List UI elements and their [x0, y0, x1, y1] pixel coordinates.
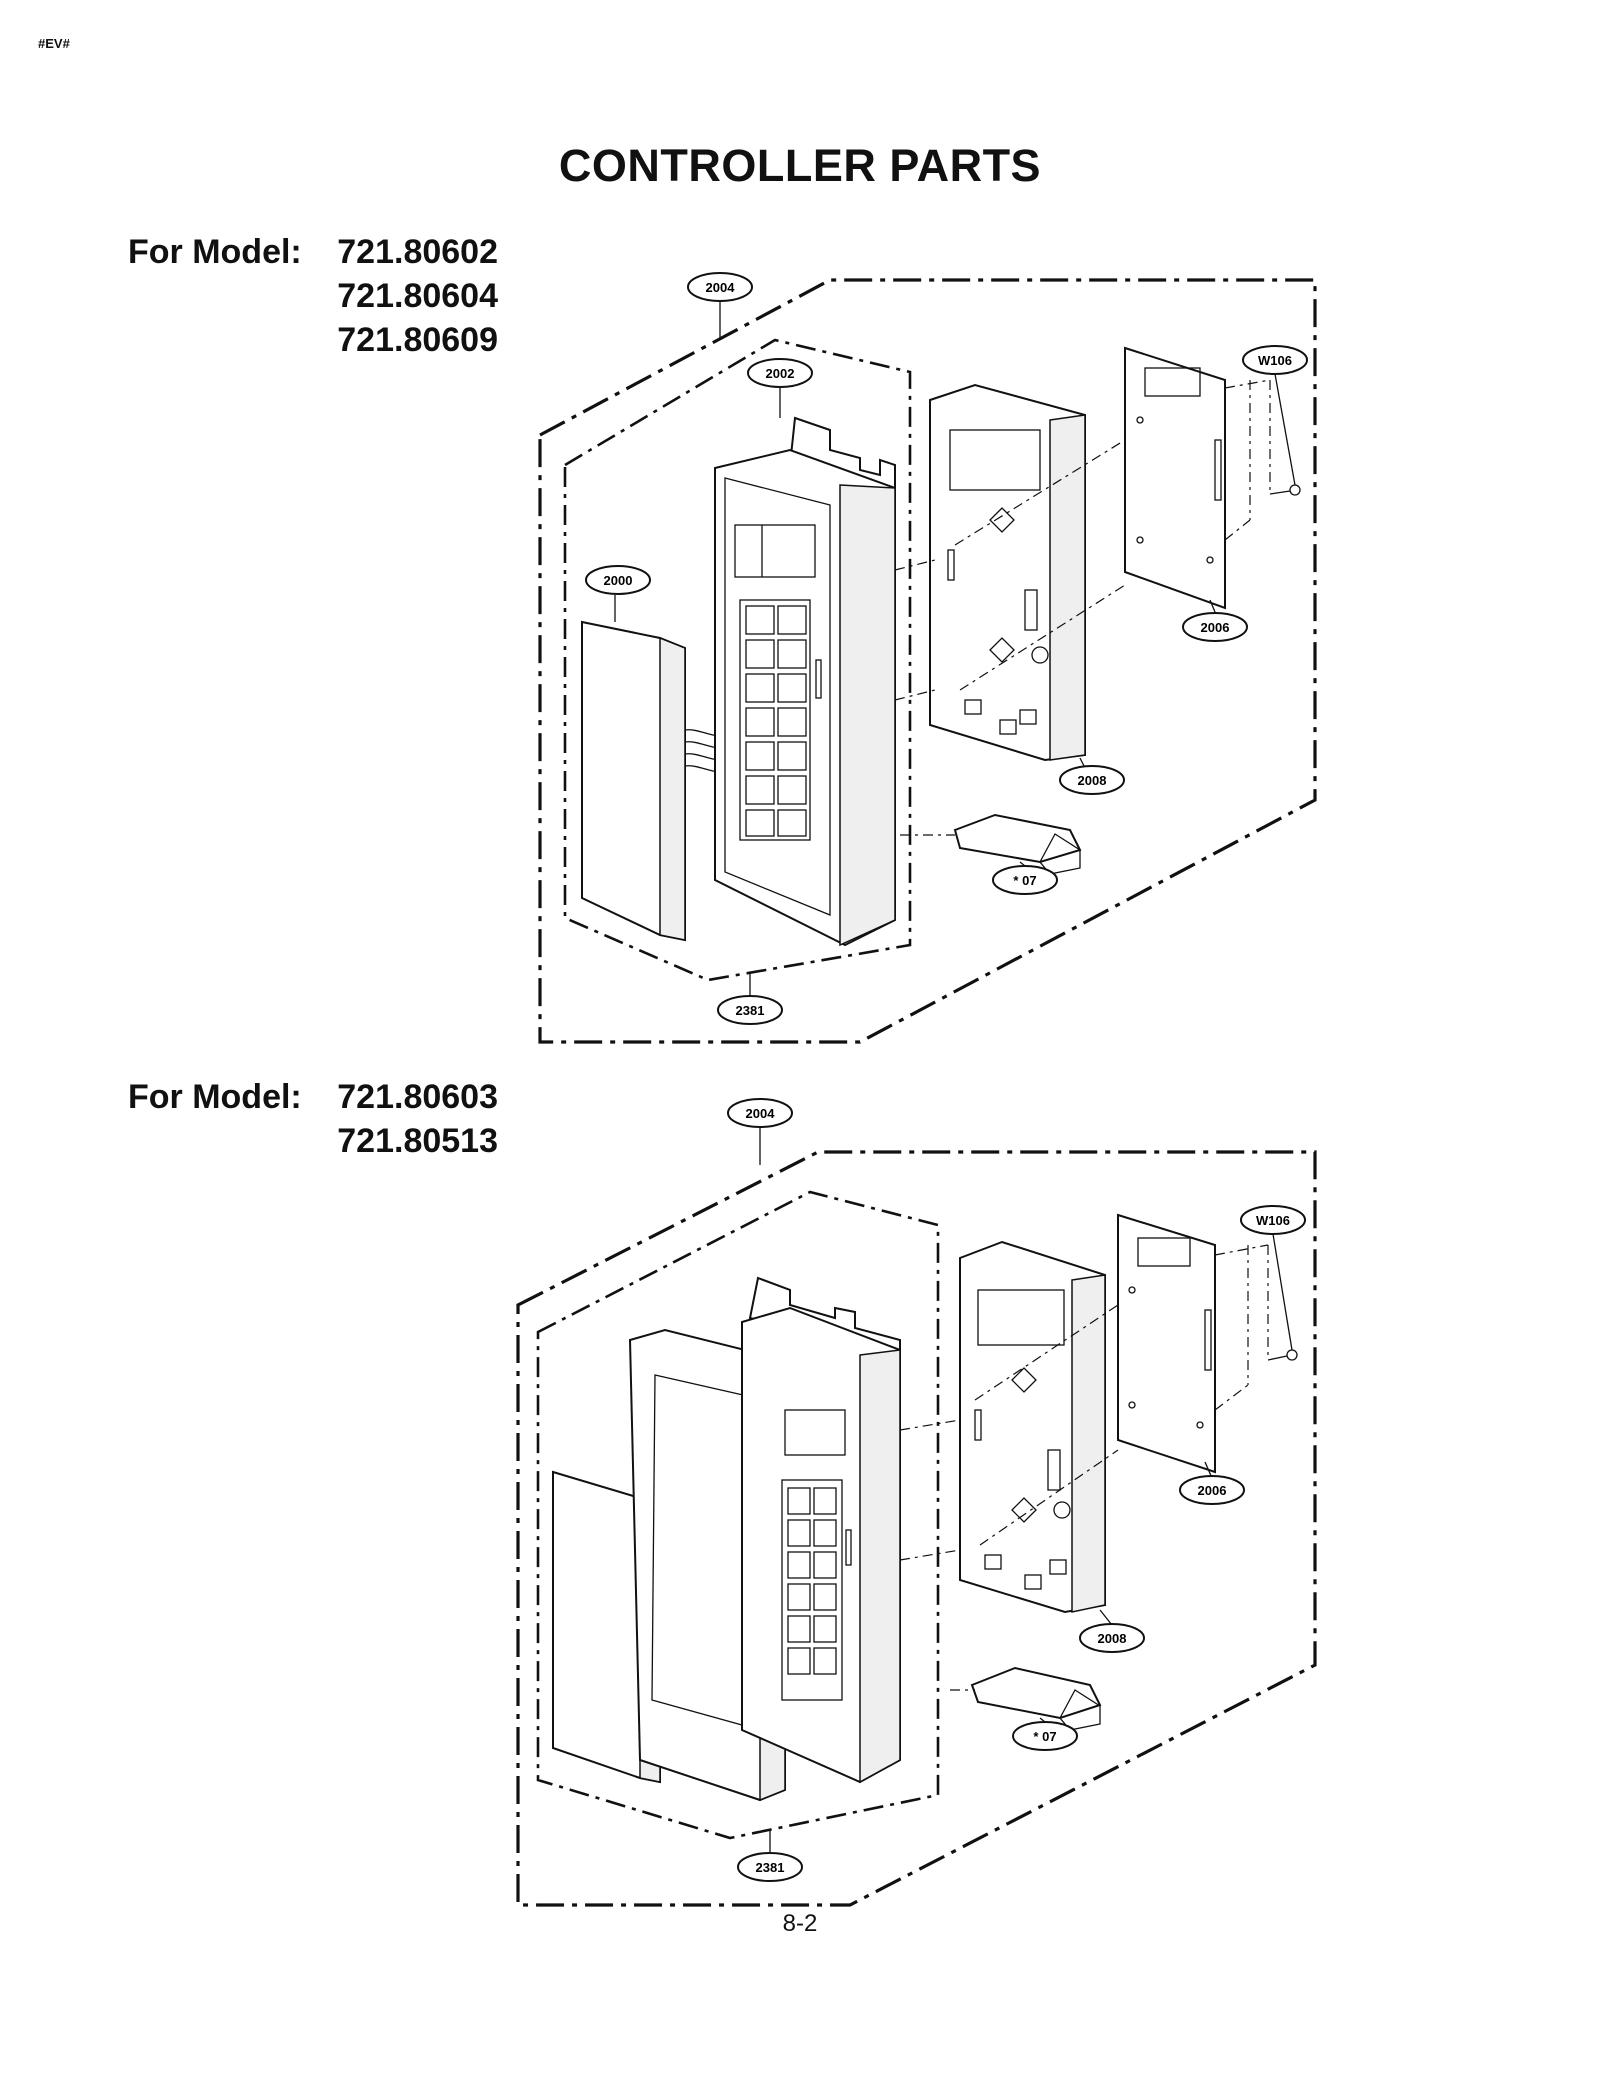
svg-text:2008: 2008: [1098, 1631, 1127, 1646]
model-list-2: For Model: 721.80603 721.80513: [128, 1075, 498, 1163]
svg-text:2002: 2002: [766, 366, 795, 381]
pcb-2006: [1117, 1213, 1216, 1474]
subassembly-boundary-2381: [563, 338, 912, 982]
callout-2006: 2006: [1182, 599, 1248, 642]
svg-text:2381: 2381: [736, 1003, 765, 1018]
callout-2000: 2000: [585, 565, 651, 622]
model-number: 721.80603: [337, 1078, 498, 1116]
callout-07: * 07: [1012, 1717, 1078, 1751]
header-tag: #EV#: [38, 36, 70, 51]
svg-text:W106: W106: [1256, 1213, 1290, 1228]
svg-text:2006: 2006: [1198, 1483, 1227, 1498]
callout-2004: 2004: [687, 272, 753, 340]
assembly-boundary-2004: [516, 1150, 1317, 1907]
keypad-buttons: [745, 605, 807, 837]
callout-W106: W106: [1240, 1205, 1306, 1351]
clip-07: [970, 1666, 1102, 1731]
callout-2004: 2004: [727, 1098, 793, 1165]
page-number: 8-2: [782, 1910, 818, 1937]
callout-07: * 07: [992, 861, 1058, 895]
assembly-leader-lines: [894, 379, 1271, 836]
bracket-2008: [929, 383, 1086, 762]
pcb-2006: [1124, 346, 1226, 610]
model-label: For Model:: [128, 233, 302, 271]
callout-2008: 2008: [1079, 1609, 1145, 1653]
model-number: 721.80609: [337, 321, 498, 359]
svg-text:W106: W106: [1258, 353, 1292, 368]
svg-text:2000: 2000: [604, 573, 633, 588]
svg-text:2381: 2381: [756, 1860, 785, 1875]
assembly-leader-lines: [899, 1244, 1269, 1691]
control-panel-2002: [714, 416, 896, 947]
bracket-2008: [959, 1240, 1106, 1614]
clip-07: [953, 813, 1082, 875]
svg-text:* 07: * 07: [1013, 873, 1036, 888]
callout-2006: 2006: [1179, 1461, 1245, 1505]
diagram-1: 2004 2002 2000 W106 2006 2008: [538, 272, 1317, 1044]
callout-2381: 2381: [737, 1830, 803, 1882]
keypad-sheet-2000: [581, 620, 731, 942]
callout-2002: 2002: [747, 358, 813, 418]
screw-W106: [1269, 484, 1301, 496]
svg-text:2006: 2006: [1201, 620, 1230, 635]
model-number: 721.80602: [337, 233, 498, 271]
model-label: For Model:: [128, 1078, 302, 1116]
callout-W106: W106: [1242, 345, 1308, 486]
svg-text:2008: 2008: [1078, 773, 1107, 788]
control-panel: [741, 1276, 901, 1784]
subassembly-boundary-2381: [536, 1190, 940, 1840]
svg-text:* 07: * 07: [1033, 1729, 1056, 1744]
callout-2381: 2381: [717, 972, 783, 1025]
page-title: CONTROLLER PARTS: [558, 140, 1042, 191]
svg-text:2004: 2004: [746, 1106, 776, 1121]
screw-W106: [1267, 1349, 1298, 1361]
model-list-1: For Model: 721.80602 721.80604 721.80609: [128, 230, 498, 362]
model-number: 721.80513: [337, 1122, 498, 1160]
assembly-boundary-2004: [538, 278, 1317, 1044]
callout-2008: 2008: [1059, 757, 1125, 795]
model-number: 721.80604: [337, 277, 498, 315]
diagram-2: 2004 W106 2006 2008 * 07 2381: [516, 1098, 1317, 1907]
keypad-buttons: [787, 1487, 837, 1675]
svg-text:2004: 2004: [706, 280, 736, 295]
